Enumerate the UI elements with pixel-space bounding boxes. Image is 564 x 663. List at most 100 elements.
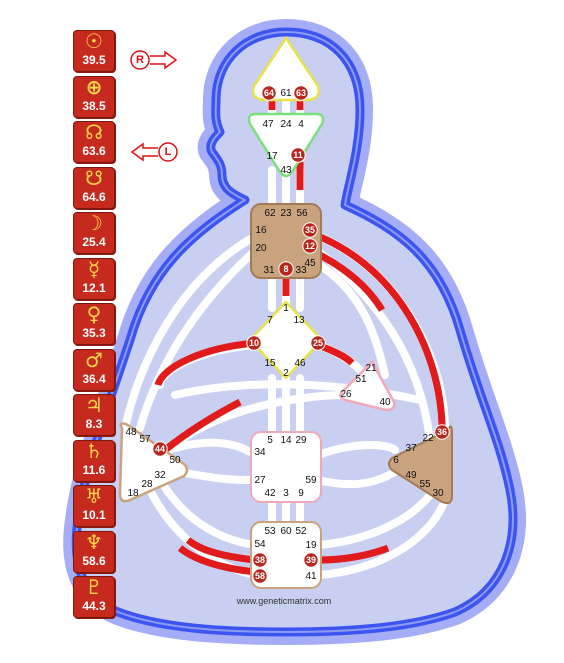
planet-south-node: ☋64.6 (73, 166, 115, 209)
gate-active-marker (293, 85, 309, 101)
planet-value: 44.3 (82, 599, 106, 613)
gate-13-label: 13 (293, 315, 305, 326)
gate-28-label: 28 (141, 479, 153, 490)
moon-icon: ☽ (85, 211, 103, 235)
gate-63-label: 63 (296, 88, 306, 98)
gate-56-label: 56 (296, 208, 308, 219)
footer-url: www.geneticmatrix.com (236, 596, 332, 606)
gate-19-label: 19 (305, 540, 317, 551)
planet-saturn: ♄11.6 (73, 438, 115, 482)
uranus-icon: ♅ (85, 484, 103, 508)
gate-1-label: 1 (283, 303, 289, 314)
gate-21-label: 21 (365, 363, 377, 374)
gate-4-label: 4 (298, 119, 304, 130)
planet-mercury: ☿12.1 (73, 257, 115, 300)
sun-icon: ☉ (85, 29, 103, 53)
neptune-icon: ♆ (85, 529, 103, 554)
gate-15-label: 15 (264, 358, 276, 369)
planet-uranus: ♅10.1 (73, 485, 115, 527)
planet-value: 11.6 (82, 462, 106, 477)
planet-value: 36.4 (82, 371, 106, 386)
arrow-left: L (130, 142, 178, 162)
gate-61-label: 61 (280, 88, 292, 99)
saturn-icon: ♄ (85, 438, 103, 463)
gate-17-label: 17 (266, 151, 278, 162)
gate-active-marker (152, 441, 168, 457)
gate-57-label: 57 (139, 434, 151, 445)
gate-active-marker (310, 335, 326, 351)
gate-60-label: 60 (280, 526, 292, 537)
gate-64-label: 64 (264, 88, 274, 98)
active-channels (154, 99, 446, 576)
center-heart (339, 360, 396, 412)
planet-north-node: ☊63.6 (73, 121, 115, 163)
gate-active-marker (261, 85, 277, 101)
gate-37-label: 37 (405, 443, 417, 454)
gate-12-label: 12 (305, 241, 315, 251)
planet-mars: ♂36.4 (73, 347, 115, 391)
planet-value: 58.6 (82, 553, 106, 568)
gate-62-label: 62 (264, 208, 276, 219)
gate-46-label: 46 (294, 358, 306, 369)
gate-26-label: 26 (340, 389, 352, 400)
arrow-left-label: L (165, 146, 172, 158)
planet-value: 39.5 (82, 53, 106, 67)
jupiter-icon: ♃ (85, 393, 103, 417)
gate-active-marker (303, 552, 319, 568)
gate-44-label: 44 (155, 444, 165, 454)
planet-moon: ☽25.4 (73, 212, 115, 254)
planet-pluto: ♇44.3 (73, 576, 115, 618)
gate-active-marker (302, 238, 318, 254)
planet-value: 64.6 (82, 189, 106, 204)
planet-value: 38.5 (82, 98, 106, 113)
gate-39-label: 39 (306, 555, 316, 565)
gate-38-label: 38 (255, 555, 265, 565)
gate-42-label: 42 (264, 488, 276, 499)
mars-icon: ♂ (85, 347, 103, 372)
gate-35-label: 35 (305, 225, 315, 235)
gate-active-marker (252, 552, 268, 568)
pluto-icon: ♇ (85, 575, 103, 599)
gate-2-label: 2 (283, 368, 289, 379)
center-throat (250, 203, 322, 279)
gate-33-label: 33 (295, 265, 307, 276)
gate-24-label: 24 (280, 119, 292, 130)
gate-50-label: 50 (169, 455, 181, 466)
gate-58-label: 58 (255, 571, 265, 581)
gate-22-label: 22 (422, 433, 434, 444)
gate-34-label: 34 (254, 447, 266, 458)
gate-8-label: 8 (283, 264, 288, 274)
gate-51-label: 51 (355, 374, 367, 385)
planet-value: 25.4 (82, 235, 106, 249)
gate-11-label: 11 (293, 150, 303, 160)
planet-jupiter: ♃8.3 (73, 394, 115, 436)
earth-icon: ⊕ (85, 74, 103, 99)
planet-value: 63.6 (82, 144, 106, 158)
gate-active-marker (278, 261, 294, 277)
gate-43-label: 43 (280, 165, 292, 176)
planet-value: 12.1 (82, 280, 106, 295)
gate-active-marker (246, 335, 262, 351)
arrow-right: R (130, 50, 178, 70)
gate-active-marker (302, 222, 318, 238)
gate-49-label: 49 (405, 470, 417, 481)
gate-18-label: 18 (127, 488, 139, 499)
gate-55-label: 55 (419, 479, 431, 490)
gate-36-label: 36 (437, 427, 447, 437)
center-head (252, 35, 320, 102)
center-root (250, 521, 322, 589)
gate-25-label: 25 (313, 338, 323, 348)
gate-active-marker (290, 147, 306, 163)
center-g (248, 300, 324, 380)
center-spleen (118, 422, 189, 503)
gate-54-label: 54 (254, 539, 266, 550)
venus-icon: ♀ (86, 302, 102, 326)
gate-27-label: 27 (254, 475, 266, 486)
gate-32-label: 32 (154, 470, 166, 481)
gate-45-label: 45 (304, 258, 316, 269)
gate-23-label: 23 (280, 208, 292, 219)
gate-active-marker (434, 424, 450, 440)
north-node-icon: ☊ (85, 120, 103, 144)
gate-16-label: 16 (255, 225, 267, 236)
